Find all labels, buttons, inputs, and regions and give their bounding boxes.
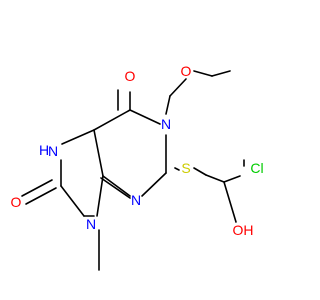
molecule-diagram: O O N H N S Cl O N N OH bbox=[11, 63, 264, 271]
atom-labels: O O N H N S Cl O N N OH bbox=[11, 63, 264, 238]
bond-18 bbox=[193, 167, 207, 176]
double-bond-1 bbox=[21, 179, 53, 197]
atom-nitrogen-3: N bbox=[86, 216, 96, 232]
atom-chlorine: Cl bbox=[250, 160, 263, 176]
atom-oxygen-ether: O bbox=[181, 63, 192, 79]
atom-hydrogen-nh: H bbox=[39, 142, 49, 158]
atom-nitrogen-8: N bbox=[131, 192, 141, 208]
atom-oxygen-carbonyl-left: O bbox=[11, 194, 22, 210]
atom-nitrogen-1: N bbox=[48, 143, 58, 159]
bond-8 bbox=[96, 175, 104, 217]
bond-13 bbox=[165, 95, 171, 115]
bond-7 bbox=[93, 129, 104, 177]
atom-sulfur: S bbox=[181, 160, 190, 176]
atom-hydroxyl: OH bbox=[233, 222, 254, 238]
double-bond-3 bbox=[100, 177, 131, 199]
bond-9 bbox=[102, 175, 131, 197]
bond-16 bbox=[211, 70, 231, 77]
bond-17 bbox=[174, 167, 180, 171]
bond-15 bbox=[193, 70, 213, 77]
bond-14 bbox=[169, 78, 187, 97]
bond-2 bbox=[61, 129, 95, 145]
atom-nitrogen-7: N bbox=[161, 116, 171, 132]
bond-4 bbox=[60, 185, 85, 217]
bond-1 bbox=[93, 109, 131, 131]
bond-20 bbox=[223, 175, 241, 183]
atom-oxygen-carbonyl-top: O bbox=[125, 68, 136, 84]
double-bond-2 bbox=[25, 187, 57, 205]
bond-10 bbox=[141, 172, 167, 197]
bonds bbox=[21, 70, 245, 271]
bond-12 bbox=[129, 109, 161, 125]
bond-22 bbox=[223, 181, 237, 223]
bond-19 bbox=[205, 174, 225, 183]
